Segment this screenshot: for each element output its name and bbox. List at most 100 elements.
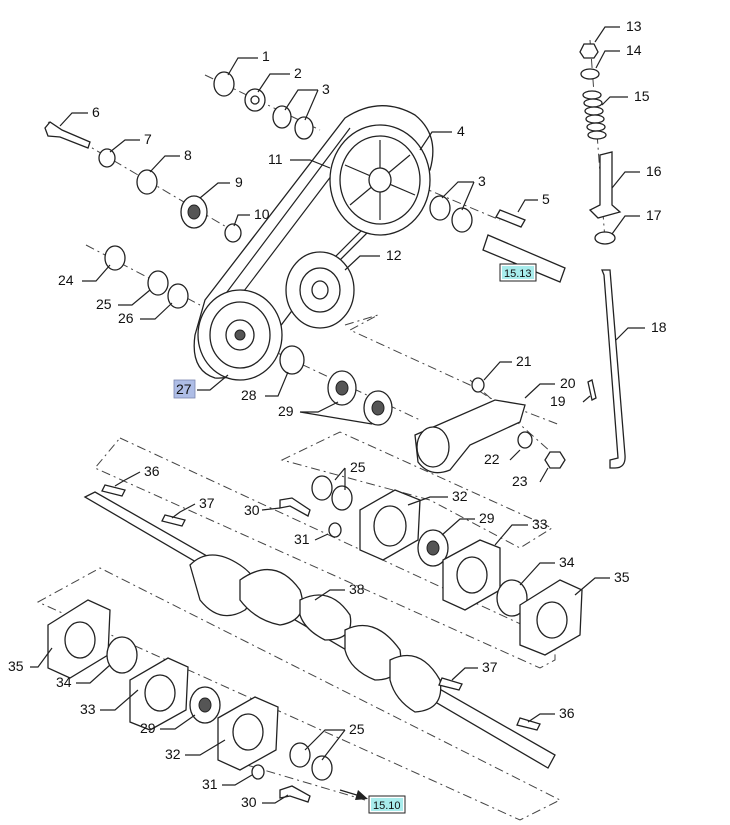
callout-22: 22 [484,451,500,467]
key-5 [495,209,526,228]
callout-31: 31 [294,531,310,547]
callout-14: 14 [626,42,642,58]
callout-25: 25 [96,296,112,312]
callout-28: 28 [241,387,257,403]
upper-bearing-group [279,475,583,656]
cross-references: 15.13 15.10 [339,263,537,814]
callout-23: 23 [512,473,528,489]
callout-9: 9 [235,174,243,190]
callout-38: 38 [349,581,365,597]
washer-7 [98,148,116,168]
washer-25d [289,742,311,768]
washer-25b [311,475,333,501]
spacer-10 [224,223,242,243]
washer-31 [328,522,342,538]
key-37b [438,677,463,691]
callout-37: 37 [199,495,215,511]
callout-33-lower: 33 [80,701,96,717]
callout-6: 6 [92,104,100,120]
bushing-17 [594,231,616,245]
flange-35b-bore [64,621,96,659]
callout-16: 16 [646,163,662,179]
washer-14 [580,68,600,80]
spring-15 [582,90,607,140]
frame-shaft-upper [94,437,556,669]
nut-13 [579,43,599,59]
bolt-30 [279,497,311,517]
nut-23 [544,451,566,469]
callout-12: 12 [386,247,402,263]
callout-29: 29 [278,403,294,419]
callout-29-lower: 29 [140,720,156,736]
callout-33: 33 [532,516,548,532]
callout-17: 17 [646,207,662,223]
callout-3-right: 3 [478,173,486,189]
callout-4: 4 [457,123,465,139]
callout-32-lower: 32 [165,746,181,762]
small-pulley-bore [234,329,246,341]
callout-5: 5 [542,191,550,207]
flight-5 [389,654,442,713]
bolt-30b [279,785,311,803]
ref-top-label[interactable]: 15.13 [504,268,532,280]
flange-33b-bore [144,674,176,712]
callout-29-mid: 29 [479,510,495,526]
callout-26: 26 [118,310,134,326]
large-pulley-hub [368,167,392,193]
callout-21: 21 [516,353,532,369]
cotter-pin-19 [587,379,597,401]
snap-ring-24 [104,245,126,271]
bearing-29a-bore [335,380,349,396]
bearing-29c-bore [426,540,440,556]
callout-27[interactable]: 27 [176,381,192,397]
washer-31b [251,764,265,780]
ref-box-top[interactable] [502,266,534,279]
callout-3: 3 [322,81,330,97]
washer-25e [311,755,333,781]
callout-36: 36 [144,463,160,479]
callout-18: 18 [651,319,667,335]
callout-2: 2 [294,65,302,81]
axis-bottom [229,759,366,801]
idler-pulley-hub [311,280,329,300]
ref-box-bottom[interactable] [371,798,403,811]
flange-33-bore [456,556,488,594]
shim-3b [294,116,314,140]
bolt-6 [44,121,91,149]
frame-shaft-lower [36,567,562,821]
callout-31-lower: 31 [202,776,218,792]
washer-25 [147,270,169,296]
callout-24: 24 [58,272,74,288]
callout-25-lower: 25 [349,721,365,737]
callout-20: 20 [560,375,576,391]
seal-34b [106,636,138,674]
bearing-29b-bore [371,400,385,416]
callout-30: 30 [244,502,260,518]
callout-34: 34 [559,554,575,570]
callout-labels: 1 2 3 4 11 3 5 6 7 8 9 10 12 13 14 15 16… [8,18,667,810]
washer-2-hole [250,95,260,105]
shim-3d [451,207,473,233]
key-36a [101,484,126,497]
plate-32b-bore [232,713,264,751]
callout-13: 13 [626,18,642,34]
callout-32: 32 [452,488,468,504]
idler-arm-boss [416,426,450,468]
snap-ring-8 [136,169,158,195]
bearing-29d-bore [198,697,212,713]
key-37a [161,514,186,527]
washer-25c [331,485,353,511]
leader-lines [30,26,645,804]
callout-10: 10 [254,206,270,222]
washer-21 [471,377,485,393]
ring-28 [279,345,305,375]
frame-bearing-upper [280,431,554,549]
spacer-22 [517,431,533,449]
shim-3a [272,105,292,129]
callout-27-highlight[interactable] [173,379,196,399]
callout-37-lower: 37 [482,659,498,675]
ref-bottom-label[interactable]: 15.10 [373,800,401,812]
auger-shaft [83,484,556,769]
callout-1: 1 [262,48,270,64]
